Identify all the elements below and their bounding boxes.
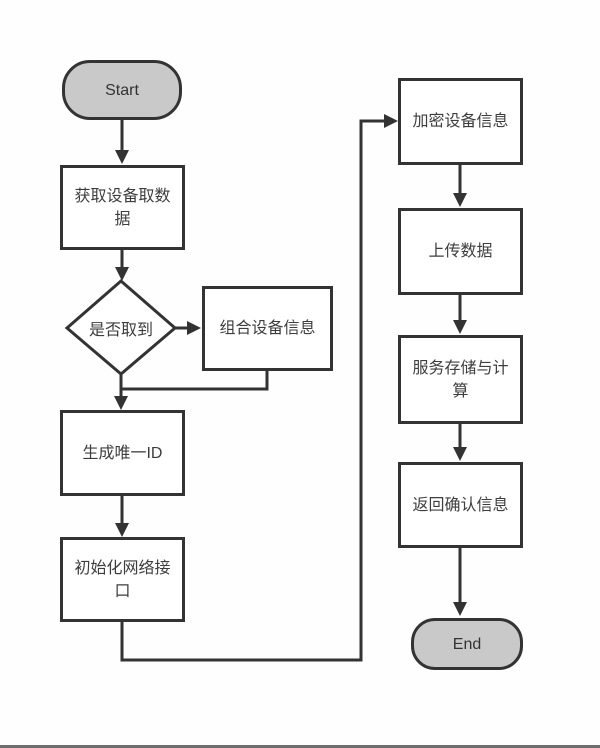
node-encrypt-device-info: 加密设备信息 <box>398 78 523 165</box>
node-service-storage-compute: 服务存储与计算 <box>398 335 523 424</box>
arrowhead-upload-storage <box>453 320 467 334</box>
arrowhead-confirm-end <box>453 602 467 616</box>
decision-diamond-shape <box>64 279 178 376</box>
arrowhead-encrypt-upload <box>453 193 467 207</box>
arrowhead-getdata-check <box>115 267 129 281</box>
bottom-edge-bar <box>0 745 600 748</box>
node-start-label: Start <box>105 81 139 99</box>
node-check-decision-label: 是否取到 <box>88 321 153 339</box>
node-upload-data: 上传数据 <box>398 208 523 295</box>
arrowhead-genid-initnet <box>115 523 129 537</box>
arrowhead-start-getdata <box>115 150 129 164</box>
node-start: Start <box>62 60 182 120</box>
node-init-network-interface-label: 初始化网络接口 <box>74 559 171 600</box>
node-combine-device-info: 组合设备信息 <box>202 286 333 371</box>
edge-initnet-encrypt <box>120 119 385 662</box>
node-encrypt-device-info-label: 加密设备信息 <box>412 113 509 130</box>
arrowhead-initnet-encrypt <box>384 114 398 128</box>
node-init-network-interface: 初始化网络接口 <box>60 537 185 622</box>
node-end-label: End <box>452 635 482 653</box>
node-service-storage-compute-label: 服务存储与计算 <box>412 359 509 400</box>
arrowhead-storage-confirm <box>453 447 467 461</box>
node-return-confirmation-label: 返回确认信息 <box>412 496 509 514</box>
node-upload-data-label: 上传数据 <box>428 243 493 260</box>
arrowhead-check-combine <box>187 321 201 335</box>
node-generate-unique-id: 生成唯一ID <box>60 410 185 496</box>
node-get-device-data: 获取设备取数据 <box>60 165 185 250</box>
node-check-decision: 是否取到 <box>67 281 175 374</box>
node-generate-unique-id-label: 生成唯一ID <box>82 444 163 462</box>
node-get-device-data-label: 获取设备取数据 <box>74 187 171 228</box>
arrowhead-check-genid <box>114 396 128 410</box>
node-combine-device-info-label: 组合设备信息 <box>219 320 316 337</box>
node-end: End <box>411 618 523 670</box>
edge-combine-merge <box>121 371 269 391</box>
node-return-confirmation: 返回确认信息 <box>398 462 523 548</box>
